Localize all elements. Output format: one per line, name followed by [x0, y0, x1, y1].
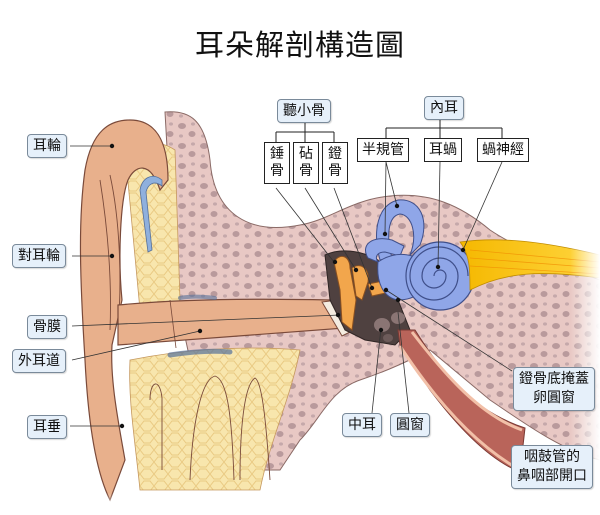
external-ear-canal-label: 外耳道 [12, 349, 66, 373]
page-title: 耳朵解剖構造圖 [194, 28, 405, 62]
round-window-label: 圓窗 [390, 413, 430, 437]
periosteum-label: 骨膜 [27, 315, 67, 339]
stapes-label: 鐙骨 [322, 142, 348, 184]
cochlear-nerve-label: 蝸神經 [477, 138, 529, 162]
eustachian-tube-opening-label: 咽鼓管的 鼻咽部開口 [511, 445, 593, 489]
leader-lines [70, 145, 513, 427]
oval-window-label: 鐙骨底掩蓋 卵圓窗 [513, 367, 595, 411]
cochlea-label: 耳蝸 [424, 138, 462, 162]
ossicles-group-label: 聽小骨 [277, 99, 331, 123]
cochlea [405, 241, 475, 311]
helix-label: 耳輪 [27, 134, 67, 158]
auricle [79, 119, 169, 502]
group-connectors [275, 118, 503, 142]
incus-label: 砧骨 [293, 142, 319, 184]
earlobe-label: 耳垂 [27, 415, 67, 439]
incus [351, 265, 369, 301]
inner-ear-group-label: 內耳 [424, 96, 464, 120]
malleus [333, 255, 357, 331]
malleus-label: 錘骨 [264, 142, 290, 184]
antihelix-label: 對耳輪 [12, 244, 66, 268]
middle-ear-label: 中耳 [342, 413, 382, 437]
semicircular-canals-label: 半規管 [357, 138, 409, 162]
leader-dots [109, 143, 466, 429]
cartilage-rim [139, 176, 163, 253]
